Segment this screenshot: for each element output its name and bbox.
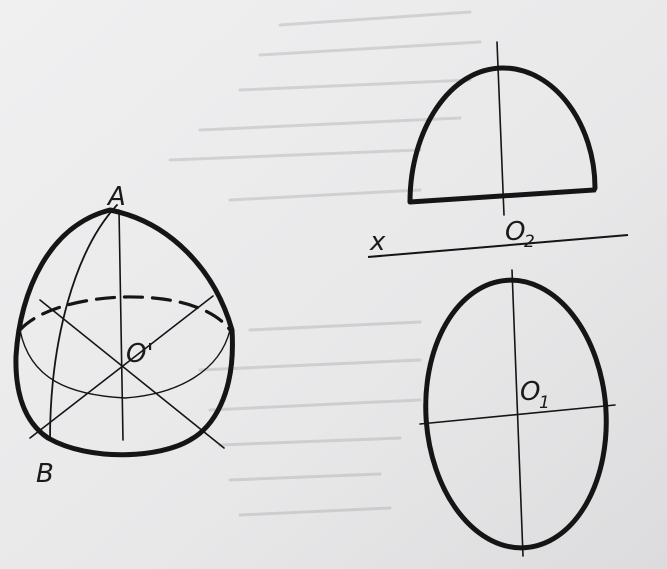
- bleed-through-text: [168, 10, 482, 517]
- label-center-o1-subscript: 1: [539, 393, 550, 413]
- top-view-vertical-axis: [511, 269, 524, 557]
- base-ellipse-hidden: [18, 295, 232, 332]
- base-ellipse-visible: [19, 329, 231, 399]
- label-center-o2-main: O: [505, 217, 525, 247]
- label-center-o1-main: O: [520, 377, 540, 407]
- top-view-horizontal-axis: [419, 404, 616, 425]
- top-view-circle: [419, 269, 616, 557]
- meridian-arc: [49, 204, 118, 441]
- label-point-b: B: [36, 459, 54, 489]
- diagonal-axis-1: [39, 299, 225, 449]
- label-point-a: A: [106, 182, 126, 212]
- front-view-semicircle: [407, 41, 598, 216]
- label-axis-x: x: [369, 227, 386, 257]
- label-center-o2-subscript: 2: [524, 232, 535, 252]
- projection-axis-line: [367, 234, 629, 258]
- front-view-outline: [407, 65, 598, 205]
- label-center-o-prime: O': [126, 339, 154, 369]
- hemisphere-outline: [13, 207, 235, 458]
- front-view-axis: [496, 41, 505, 216]
- top-view-outline: [423, 277, 609, 551]
- axonometric-hemisphere: [13, 204, 235, 458]
- vertical-axis: [118, 209, 124, 441]
- diagonal-axis-2: [29, 295, 214, 439]
- projection-axis: [367, 234, 629, 258]
